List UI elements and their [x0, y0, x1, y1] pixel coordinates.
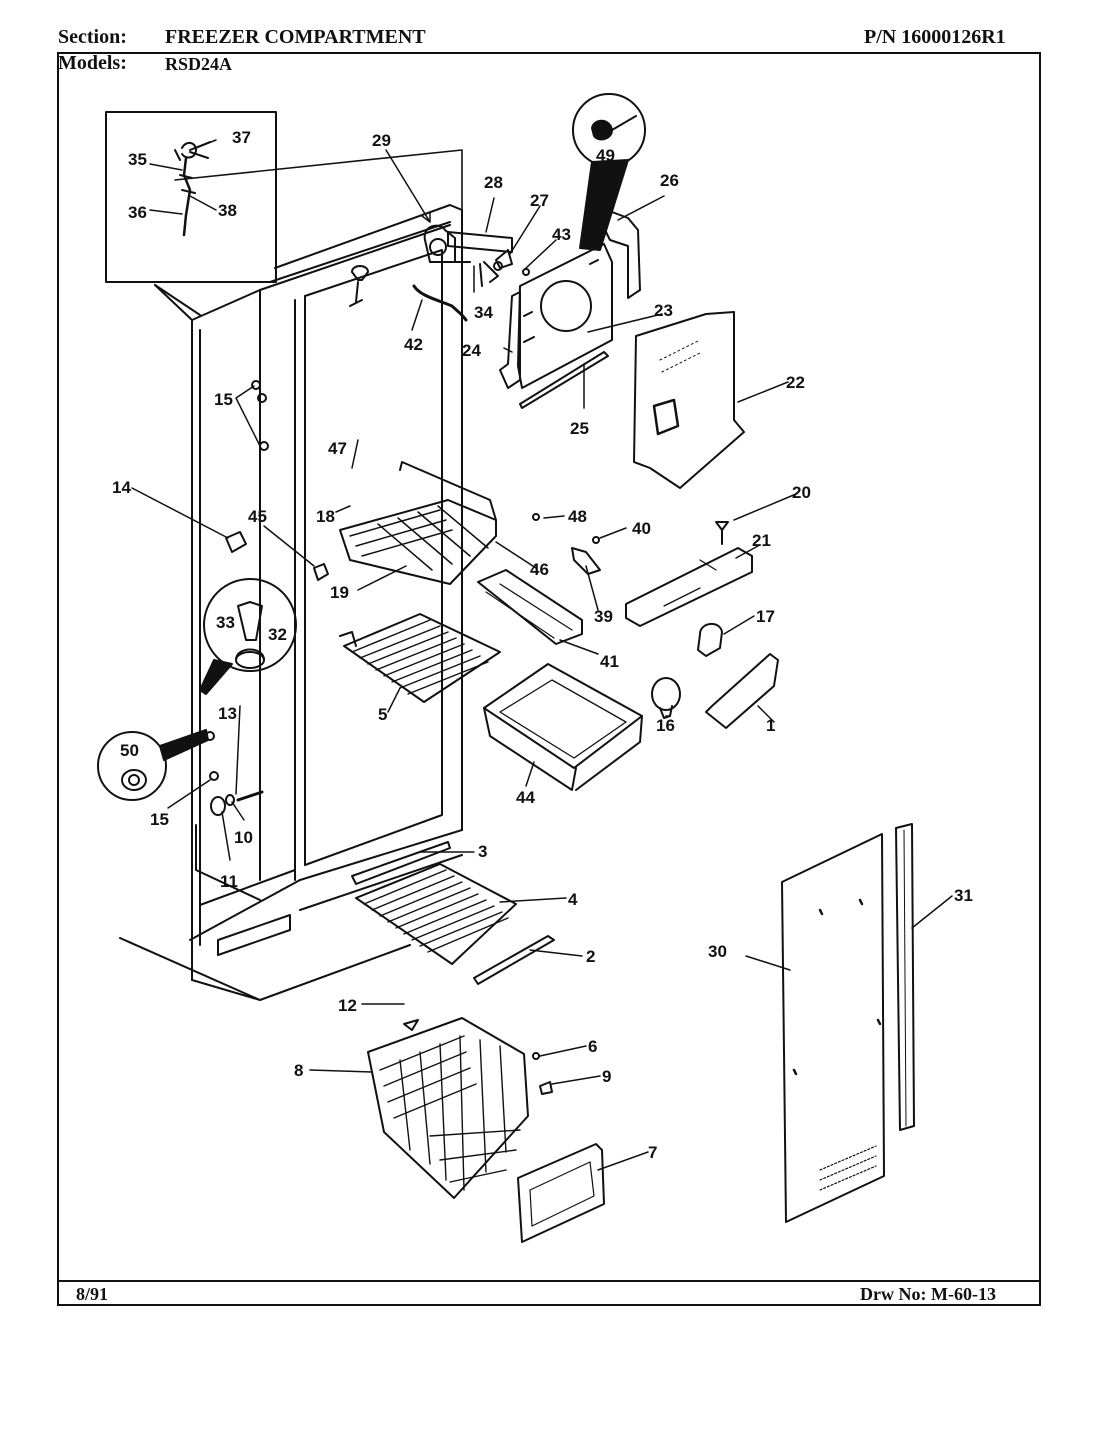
icemaker-area: [339, 265, 779, 791]
part-number: P/N 16000126R1: [864, 26, 1006, 48]
callout-13: 13: [218, 704, 237, 723]
lower-shelf-basket: [351, 841, 605, 1243]
callout-47: 47: [328, 439, 347, 458]
callout-5: 5: [378, 705, 387, 724]
footer-drawing-number: Drw No: M-60-13: [860, 1284, 996, 1304]
callout-28: 28: [484, 173, 503, 192]
water-valve-inset: [105, 111, 277, 283]
callout-42: 42: [404, 335, 423, 354]
drawing-frame: [57, 52, 1041, 1306]
callout-8: 8: [294, 1061, 303, 1080]
callout-9: 9: [602, 1067, 611, 1086]
callout-31: 31: [954, 886, 973, 905]
callout-15-lower: 15: [150, 810, 169, 829]
leader-lines: [131, 139, 953, 1171]
liner-panel-and-strip: [781, 823, 915, 1223]
callout-46: 46: [530, 560, 549, 579]
callout-21: 21: [752, 531, 771, 550]
callout-6: 6: [588, 1037, 597, 1056]
callout-39: 39: [594, 607, 613, 626]
callout-29: 29: [372, 131, 391, 150]
callout-38: 38: [218, 201, 237, 220]
section-value: FREEZER COMPARTMENT: [165, 26, 426, 48]
callout-43: 43: [552, 225, 571, 244]
callout-40: 40: [632, 519, 651, 538]
callout-35: 35: [128, 150, 147, 169]
callout-33: 33: [216, 613, 235, 632]
callout-24: 24: [462, 341, 481, 360]
callout-18: 18: [316, 507, 335, 526]
callout-25: 25: [570, 419, 589, 438]
footer-divider: [57, 1280, 1041, 1282]
models-label: Models:: [58, 52, 127, 74]
callout-10: 10: [234, 828, 253, 847]
callout-11: 11: [220, 872, 238, 891]
callout-15-upper: 15: [214, 390, 233, 409]
detail-49: [572, 93, 646, 251]
callout-23: 23: [654, 301, 673, 320]
callout-49: 49: [596, 146, 615, 165]
callout-19: 19: [330, 583, 349, 602]
callout-3: 3: [478, 842, 487, 861]
callout-50: 50: [120, 741, 139, 760]
evaporator-fan-assembly: [412, 211, 745, 489]
callout-20: 20: [792, 483, 811, 502]
callout-27: 27: [530, 191, 549, 210]
left-wall-parts: [97, 380, 329, 816]
callout-37: 37: [232, 128, 251, 147]
footer-date: 8/91: [76, 1284, 109, 1304]
callout-12: 12: [338, 996, 357, 1015]
callout-32: 32: [268, 625, 287, 644]
callout-22: 22: [786, 373, 805, 392]
callout-45: 45: [248, 507, 267, 526]
callout-16: 16: [656, 716, 675, 735]
callout-44: 44: [516, 788, 535, 807]
callout-1: 1: [766, 716, 775, 735]
callout-36: 36: [128, 203, 147, 222]
callout-7: 7: [648, 1143, 657, 1162]
callout-17: 17: [756, 607, 775, 626]
callout-48: 48: [568, 507, 587, 526]
callout-26: 26: [660, 171, 679, 190]
callout-labels: 1 2 3 4 5 6 7 8 9 10 11 12 13 14 15 15 1…: [112, 128, 973, 1162]
callout-4: 4: [568, 890, 578, 909]
callout-41: 41: [600, 652, 619, 671]
callout-14: 14: [112, 478, 131, 497]
section-label: Section:: [58, 26, 127, 48]
callout-30: 30: [708, 942, 727, 961]
callout-2: 2: [586, 947, 595, 966]
callout-34: 34: [474, 303, 493, 322]
models-value: RSD24A: [165, 54, 233, 74]
